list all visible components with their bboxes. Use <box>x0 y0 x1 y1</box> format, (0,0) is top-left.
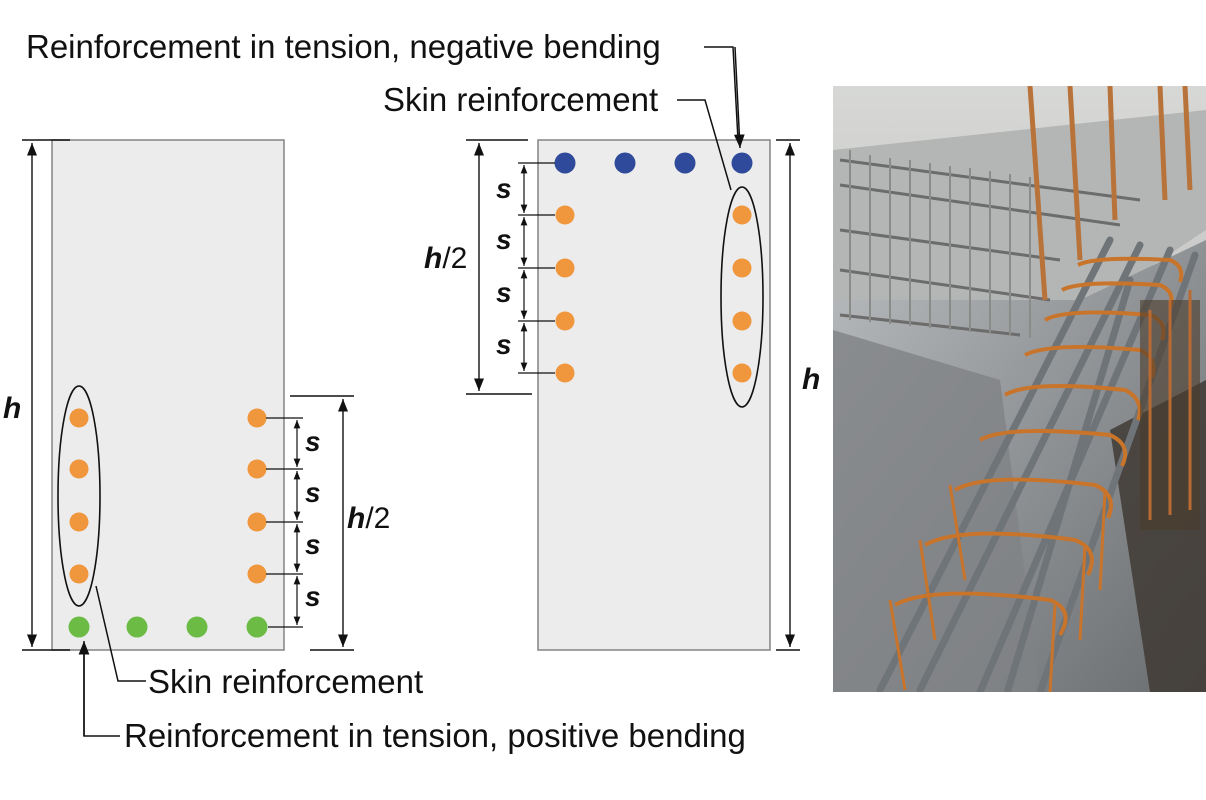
left-half-height-label: h/2 <box>347 502 390 535</box>
skin-bar <box>555 258 575 278</box>
skin-bar <box>247 564 267 584</box>
spacing-symbol: s <box>496 277 512 308</box>
skin-bar <box>732 363 752 383</box>
skin-bar <box>732 258 752 278</box>
skin-bar <box>247 459 267 479</box>
skin-reinforcement-outline <box>720 186 764 408</box>
skin-bar <box>69 564 89 584</box>
spacing-symbol: s <box>496 224 512 255</box>
skin-bar <box>247 512 267 532</box>
skin-bar <box>247 408 267 428</box>
skin-reinforcement-leader <box>95 585 146 682</box>
tension-bar-negative <box>554 152 576 174</box>
tension-positive-label: Reinforcement in tension, positive bendi… <box>124 717 746 754</box>
skin-bar <box>69 512 89 532</box>
tension-bar-negative <box>731 152 753 174</box>
tension-bar-positive <box>126 616 148 638</box>
tension-bar-negative <box>614 152 636 174</box>
rebar-cage-photo <box>833 86 1206 692</box>
skin-reinforcement-top-leader <box>677 99 732 191</box>
spacing-symbol: s <box>305 477 321 508</box>
spacing-symbol: s <box>496 173 512 204</box>
left-section: h s s s s h/2 <box>0 139 746 754</box>
spacing-symbol: s <box>496 329 512 360</box>
right-beam-section <box>537 139 771 651</box>
skin-bar <box>555 311 575 331</box>
skin-bar <box>555 363 575 383</box>
tension-bar-negative <box>674 152 696 174</box>
right-section: s s s s h/2 h Reinforcement in tension, … <box>26 28 828 651</box>
tension-bar-positive <box>246 616 268 638</box>
right-half-height-label: h/2 <box>424 242 467 275</box>
skin-reinforcement-outline <box>57 385 101 607</box>
spacing-symbol: s <box>305 426 321 457</box>
skin-bar <box>69 459 89 479</box>
skin-bar <box>555 205 575 225</box>
tension-negative-leader <box>704 46 739 141</box>
tension-positive-leader <box>83 646 120 737</box>
skin-reinforcement-bottom-label: Skin reinforcement <box>148 663 423 700</box>
skin-reinforcement-top-label: Skin reinforcement <box>383 81 658 118</box>
skin-bar <box>732 205 752 225</box>
tension-negative-label: Reinforcement in tension, negative bendi… <box>26 28 661 65</box>
left-beam-section <box>51 139 285 651</box>
spacing-symbol: s <box>305 581 321 612</box>
tension-bar-positive <box>186 616 208 638</box>
right-height-symbol: h <box>802 363 820 396</box>
spacing-symbol: s <box>305 529 321 560</box>
skin-bar <box>732 311 752 331</box>
left-height-symbol: h <box>3 392 21 425</box>
skin-bar <box>69 408 89 428</box>
tension-bar-positive <box>68 616 90 638</box>
